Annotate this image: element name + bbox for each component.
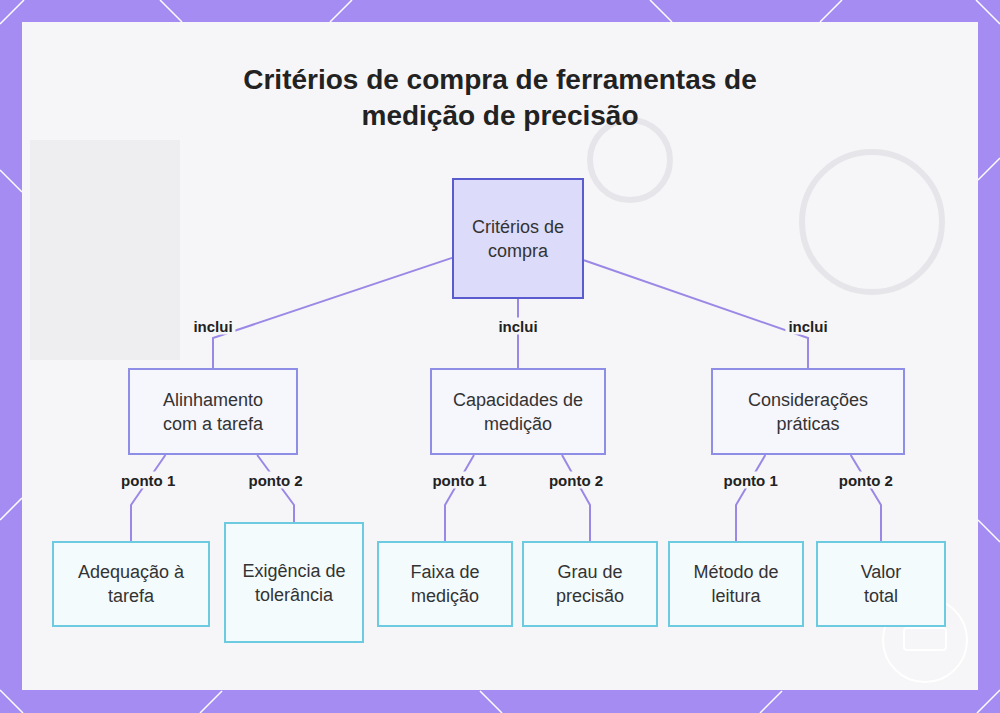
category-box: Alinhamento com a tarefa (128, 368, 298, 455)
node-label: Alinhamento com a tarefa (148, 388, 278, 436)
category-box: Capacidades de medição (430, 368, 606, 455)
diagram-title: Critérios de compra de ferramentas de me… (220, 62, 780, 134)
edge-label: ponto 2 (836, 472, 896, 489)
edge-label: inclui (785, 318, 830, 335)
connector (213, 258, 452, 368)
node-label: Critérios de compra (468, 215, 568, 263)
connector (736, 455, 765, 541)
connector (257, 455, 294, 522)
node-label: Considerações práticas (728, 388, 888, 436)
blurred-photo (30, 140, 180, 360)
node-label: Grau de precisão (535, 560, 645, 608)
blurred-photo (590, 120, 942, 292)
node-label: Capacidades de medição (443, 388, 593, 436)
edge-label: ponto 1 (429, 472, 489, 489)
node-label: Exigência de tolerância (239, 559, 349, 607)
root-box: Critérios de compra (452, 178, 584, 299)
node-label: Faixa de medição (390, 560, 500, 608)
connector (445, 455, 474, 541)
criterion-box: Adequação à tarefa (52, 541, 210, 627)
edge-label: ponto 1 (721, 472, 781, 489)
connector (562, 455, 590, 541)
criterion-box: Exigência de tolerância (224, 522, 364, 643)
criterion-box: Valor total (816, 541, 946, 627)
edge-label: inclui (495, 318, 540, 335)
connector (851, 455, 881, 541)
connector (584, 260, 808, 368)
criterion-box: Método de leitura (668, 541, 804, 627)
panel (22, 22, 978, 690)
criterion-box: Faixa de medição (377, 541, 513, 627)
node-label: Adequação à tarefa (66, 560, 196, 608)
node-label: Método de leitura (681, 560, 791, 608)
edge-label: ponto 2 (246, 472, 306, 489)
category-box: Considerações práticas (711, 368, 905, 455)
edge-label: inclui (190, 318, 235, 335)
connector (131, 455, 165, 541)
criterion-box: Grau de precisão (522, 541, 658, 627)
edge-label: ponto 1 (118, 472, 178, 489)
edge-label: ponto 2 (546, 472, 606, 489)
node-label: Valor total (851, 560, 911, 608)
